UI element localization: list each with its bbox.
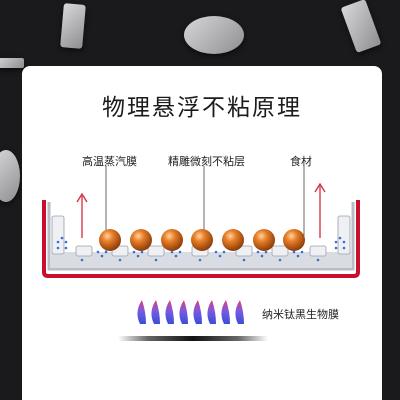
label-nano-film: 纳米钛黑生物膜	[262, 308, 339, 321]
coating-bumps	[51, 215, 351, 257]
food-ball	[222, 229, 244, 251]
food-ball	[161, 229, 183, 251]
page-title: 物理悬浮不粘原理	[102, 95, 302, 121]
info-card: 物理悬浮不粘原理 高温蒸汽膜 精雕微刻不粘层 食材 纳米钛黑生物膜	[22, 66, 382, 400]
bg-disc-top	[184, 16, 244, 54]
food-balls	[99, 229, 305, 251]
pan-outer-rim	[42, 200, 360, 278]
bg-bar-left	[0, 58, 24, 68]
food-ball	[130, 229, 152, 251]
upward-arrow-icon	[76, 182, 326, 238]
bg-block-left-top	[60, 3, 86, 49]
food-ball	[283, 229, 305, 251]
label-food: 食材	[290, 155, 312, 168]
flame-icon	[137, 300, 244, 324]
food-ball	[99, 229, 121, 251]
food-ball	[253, 229, 275, 251]
burner-base	[118, 336, 268, 341]
principle-diagram	[42, 166, 360, 341]
food-ball	[191, 229, 213, 251]
bg-disc-left	[0, 150, 20, 202]
pan-inner-wall	[47, 202, 355, 271]
vapor-dots	[56, 236, 346, 262]
bg-block-right-top	[340, 0, 382, 53]
label-steam-film: 高温蒸汽膜	[82, 155, 137, 168]
label-nonstick-coating: 精雕微刻不粘层	[168, 155, 245, 168]
